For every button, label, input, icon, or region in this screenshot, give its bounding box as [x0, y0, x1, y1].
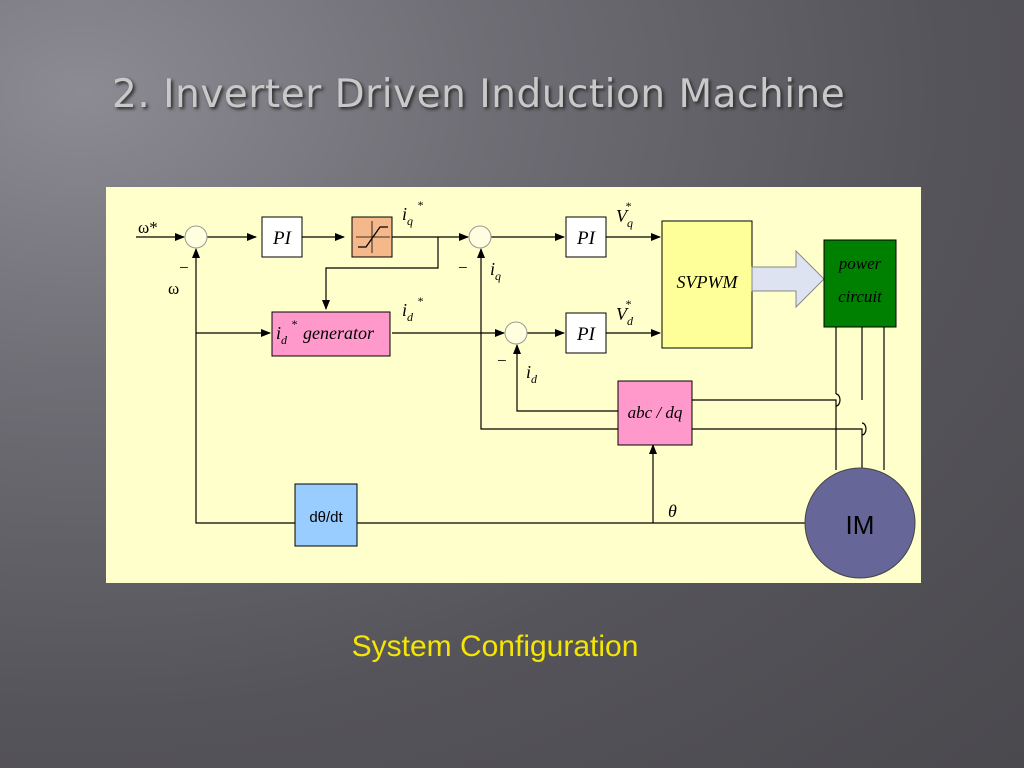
- svg-text:IM: IM: [846, 510, 875, 540]
- induction-motor: IM: [804, 467, 916, 579]
- signal-wires: [136, 233, 885, 524]
- speed-summing-junction: [184, 225, 208, 249]
- svg-text:PI: PI: [272, 228, 293, 249]
- svg-text:id*generator: id*generator: [276, 317, 375, 347]
- wire-speed-feedback: [192, 248, 806, 524]
- current-limiter-block: [351, 216, 393, 258]
- id-generator-block: id*generator: [271, 311, 391, 357]
- iq-feedback-label: iq: [490, 259, 501, 283]
- speed-pi-block: PI: [261, 216, 303, 258]
- vq-ref-label: Vq*: [616, 199, 633, 230]
- id-feedback-sign: −: [497, 351, 507, 370]
- theta-label: θ: [668, 501, 677, 521]
- svg-text:dθ/dt: dθ/dt: [309, 509, 343, 526]
- omega-feedback-label: ω: [168, 279, 179, 298]
- diagram-caption: System Configuration: [351, 630, 639, 663]
- wire-iq-ref-to-generator: [322, 237, 439, 310]
- svg-text:PI: PI: [576, 324, 597, 345]
- svpwm-block: SVPWM: [661, 220, 753, 349]
- iq-ref-label: iq*: [402, 198, 423, 228]
- wire-id-feedback: [513, 344, 618, 412]
- svg-text:circuit: circuit: [838, 287, 883, 306]
- power-circuit-block: power circuit: [823, 239, 897, 328]
- id-ref-label: id*: [402, 294, 423, 324]
- omega-feedback-sign: −: [179, 258, 189, 277]
- derivative-block: dθ/dt: [294, 483, 358, 547]
- slide-title: 2. Inverter Driven Induction Machine: [112, 72, 846, 117]
- wire-crossover-b: [861, 422, 867, 436]
- wire-phase-b: [692, 428, 863, 470]
- id-summing-junction: [504, 321, 528, 345]
- iq-feedback-sign: −: [458, 258, 468, 277]
- vd-ref-label: Vd*: [616, 297, 634, 328]
- abc-dq-block: abc / dq: [617, 380, 693, 446]
- block-diagram: PI PI PI id*generator SVPWM power circui…: [106, 187, 921, 583]
- iq-pi-block: PI: [565, 216, 607, 258]
- omega-ref-label: ω*: [138, 218, 158, 237]
- id-feedback-label: id: [526, 362, 538, 386]
- wire-phase-a: [692, 399, 837, 470]
- svg-text:abc / dq: abc / dq: [628, 403, 683, 422]
- iq-summing-junction: [468, 225, 492, 249]
- id-pi-block: PI: [565, 312, 607, 354]
- svg-text:PI: PI: [576, 228, 597, 249]
- svg-text:power: power: [838, 254, 882, 273]
- wire-iq-feedback: [477, 248, 618, 430]
- block-diagram-svg: PI PI PI id*generator SVPWM power circui…: [136, 198, 916, 579]
- svg-text:SVPWM: SVPWM: [677, 272, 739, 292]
- wire-crossover-a: [835, 393, 841, 407]
- svpwm-to-power-arrow: [751, 249, 825, 309]
